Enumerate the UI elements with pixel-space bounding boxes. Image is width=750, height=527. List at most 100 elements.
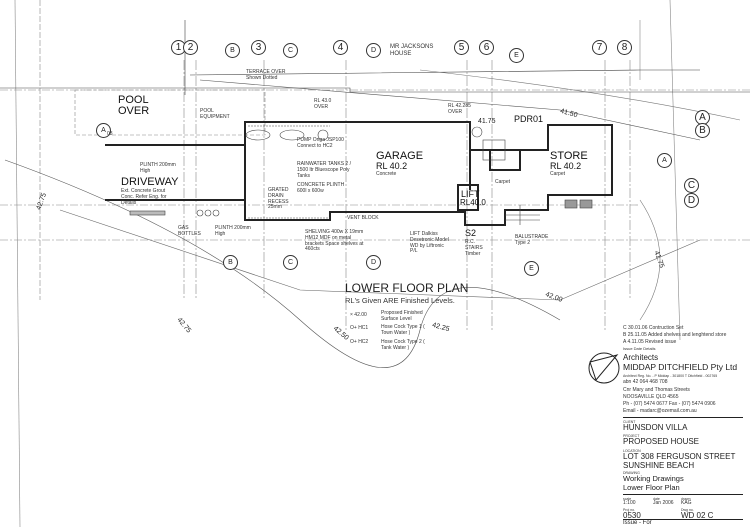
rev-issue: B	[623, 332, 627, 338]
title-block: C 30.01.06 Contruction Set B 25.11.05 Ad…	[598, 320, 750, 527]
firm-name: MIDDAP DITCHFIELD Pty Ltd	[623, 362, 738, 372]
driveway-note: Ext. Concrete Grout Conc. Refer Eng. for…	[121, 188, 167, 206]
email: Email - madarc@ozemail.com.au	[623, 408, 697, 414]
address-line-2: NOOSAVILLE QLD 4565	[623, 394, 679, 400]
legend-text: Hose Cock Type 2 ( Tank Water )	[381, 339, 425, 351]
stairs-note: R.C. STAIRS Timber	[465, 239, 483, 257]
client: HUNSDON VILLA	[623, 423, 688, 432]
scale-label: scale	[623, 497, 632, 501]
legend-text: Proposed Finished Surface Level	[381, 310, 423, 322]
grid-bubble-c: C	[684, 178, 699, 193]
drawing-label: DRAWING	[623, 471, 640, 475]
divider	[623, 519, 743, 520]
store-finish: Carpet	[550, 171, 566, 177]
pump-note: PUMP Onga JSP100 Connect to HC2	[297, 137, 344, 149]
rev-issue: A	[623, 339, 627, 345]
carpet-note: Carpet	[495, 179, 511, 185]
legend-symbol: O+ HC2	[350, 339, 369, 345]
divider	[623, 494, 743, 495]
grid-bubble-6: 6	[479, 40, 494, 55]
plinth-note-2: PLINTH 200mm High	[215, 225, 251, 237]
rev-date: 25.11.05	[627, 332, 647, 338]
terrace-note: TERRACE OVER Shown Dotted	[246, 69, 286, 81]
garage-label: GARAGE	[376, 150, 424, 162]
revision-row: B 25.11.05 Added shelves and lenghtend s…	[623, 332, 727, 339]
store-rl: RL 40.2	[550, 161, 582, 171]
lift-label: LIFT	[461, 189, 480, 199]
section-sheet: 08	[107, 131, 113, 137]
north-arrow	[588, 352, 620, 384]
lift-rl: RL40.0	[460, 198, 486, 207]
phone: Ph - (07) 5474 0677 Fax - (07) 5474 0906	[623, 401, 716, 407]
location-line-1: LOT 308 FERGUSON STREET	[623, 452, 736, 461]
divider	[623, 417, 743, 418]
drawing-subtitle: RL's Given ARE Finished Levels.	[345, 296, 455, 305]
drain-note: GRATED DRAIN RECESS 25mm	[268, 187, 289, 211]
drawing-title: LOWER FLOOR PLAN	[345, 281, 469, 295]
section-marker-d-lower: D	[366, 255, 381, 270]
scale: 1:100	[623, 500, 636, 506]
client-label: CLIENT	[623, 420, 636, 424]
drawn-label: drawn	[681, 497, 691, 501]
section-marker-a-right: A	[657, 153, 672, 168]
tanks-note: RAINWATER TANKS 2 / 1500 ltr Bluescope P…	[297, 161, 351, 179]
date: Jan 2006	[653, 500, 674, 506]
grid-bubble-4: 4	[333, 40, 348, 55]
address-line-1: Cnr Mary and Thomas Streets	[623, 387, 690, 393]
grid-bubble-7: 7	[592, 40, 607, 55]
project-label: PROJECT	[623, 434, 640, 438]
store-label: STORE	[550, 150, 588, 162]
neighbour-note: MR JACKSONS HOUSE	[390, 44, 434, 57]
rev-date: 30.01.06	[628, 325, 648, 331]
drawing-number: WD 02 C	[681, 511, 714, 520]
legend-symbol: O+ HC1	[350, 325, 369, 331]
concrete-plinth-note: CONCRETE PLINTH 600l x 600w	[297, 182, 345, 194]
issue-footer: Issue - For	[623, 520, 652, 526]
drawing-name-1: Working Drawings	[623, 474, 684, 483]
legend-symbol: × 42.00	[350, 312, 367, 318]
pool-equipment-note: POOL EQUIPMENT	[200, 108, 230, 120]
rev-issue: C	[623, 325, 627, 331]
project: PROPOSED HOUSE	[623, 437, 700, 446]
revision-row: A 4.11.05 Revised issue	[623, 339, 677, 346]
garage-rl: RL 40.2	[376, 161, 408, 171]
shelving-note: SHELVING 400w X 19mm HM12 MDF on metal b…	[305, 229, 364, 253]
grid-bubble-2: 2	[183, 40, 198, 55]
gas-bottles-note: GAS BOTTLES	[178, 225, 201, 237]
section-marker-b: B	[225, 43, 240, 58]
section-marker-b-lower: B	[223, 255, 238, 270]
lift-note: LIFT Dalkiss Desetronic Model WD by Lift…	[410, 231, 449, 255]
section-marker-c: C	[283, 43, 298, 58]
revision-row: C 30.01.06 Contruction Set	[623, 325, 683, 332]
garage-finish: Concrete	[376, 171, 397, 177]
rl-over-note-1: RL 43.0 OVER	[314, 98, 332, 110]
project-number: 0530	[623, 511, 641, 520]
rev-details: Added shelves and lenghtend store	[647, 332, 727, 338]
drawing-name-2: Lower Floor Plan	[623, 483, 680, 492]
project-number-label: Proj no.	[623, 508, 636, 512]
vent-block-note: VENT BLOCK	[347, 215, 379, 221]
grid-bubble-5: 5	[454, 40, 469, 55]
section-marker-a: A	[96, 123, 111, 138]
grid-bubble-3: 3	[251, 40, 266, 55]
drawn-by: KAG	[681, 500, 692, 506]
location-line-2: SUNSHINE BEACH	[623, 461, 695, 470]
grid-bubble-d: D	[684, 193, 699, 208]
stair-label: S2	[465, 228, 477, 238]
section-marker-e-lower: E	[524, 261, 539, 276]
section-marker-d: D	[366, 43, 381, 58]
driveway-label: DRIVEWAY	[121, 176, 179, 188]
pdr-label: PDR01	[514, 114, 544, 124]
rev-details: Revised issue	[645, 339, 677, 345]
drawing-number-label: Dwg no.	[681, 508, 694, 512]
abn: abn 42 064 468 708	[623, 379, 668, 385]
section-marker-c-lower: C	[283, 255, 298, 270]
rev-date: 4.11.05	[627, 339, 644, 345]
date-label: date	[653, 497, 660, 501]
balustrade-note: BALUSTRADE Type 2	[515, 234, 549, 246]
registration: Architect Reg. No. - P Middap - 301800 T…	[623, 374, 718, 378]
grid-bubble-8: 8	[617, 40, 632, 55]
location-label: LOCATION	[623, 449, 641, 453]
section-marker-e: E	[509, 48, 524, 63]
